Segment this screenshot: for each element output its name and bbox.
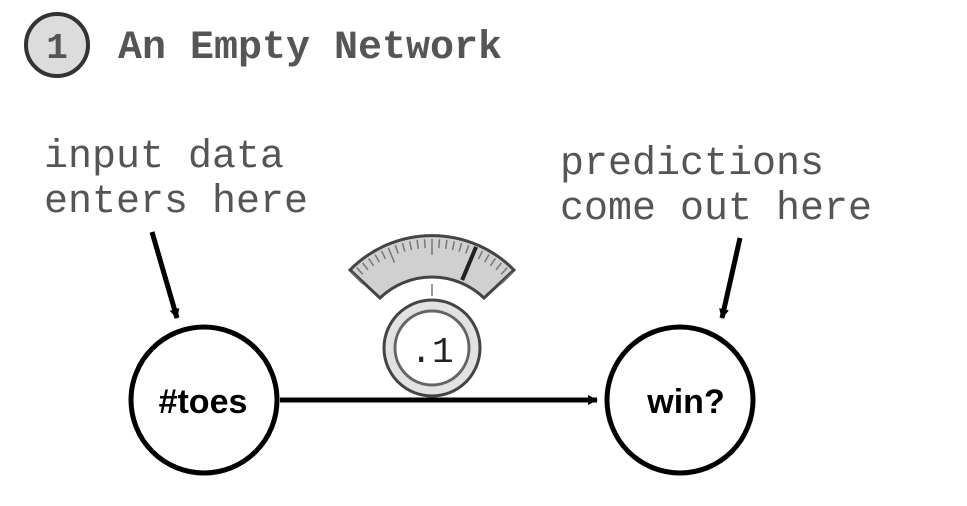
diagram-title: An Empty Network [118, 26, 502, 71]
step-number: 1 [46, 28, 68, 69]
knob-inner-ring [393, 309, 471, 387]
gauge-tick [361, 262, 369, 271]
gauge-tick [500, 272, 514, 285]
gauge-tick [458, 242, 463, 252]
step-header: 1 An Empty Network [24, 12, 502, 78]
output-pointer-arrow [719, 237, 743, 319]
gauge-tick [387, 247, 396, 263]
output-node: win? [604, 324, 756, 476]
gauge-tick [380, 250, 387, 260]
weight-value: .1 [410, 332, 453, 373]
gauge-tick [356, 267, 364, 275]
output-node-label: win? [646, 383, 724, 421]
gauge-tick [423, 239, 426, 249]
gauge-tick [451, 241, 456, 251]
output-annotation-line-2: come out here [560, 187, 872, 232]
output-node-circle [604, 324, 756, 476]
gauge-tick [500, 267, 508, 275]
gauge-tick [416, 239, 420, 250]
output-annotation-line-1: predictions [560, 142, 824, 187]
gauge-tick [483, 254, 490, 263]
gauge-tick [394, 244, 399, 254]
output-annotation: predictions come out here [560, 142, 872, 319]
step-number-badge [24, 12, 90, 78]
gauge-tick [495, 262, 503, 271]
gauge-tick [408, 241, 413, 251]
gauge-tick [465, 244, 470, 254]
input-node-label: #toes [159, 383, 248, 421]
gauge-needle [460, 246, 478, 281]
gauge-tick [401, 242, 406, 252]
input-node-circle [128, 324, 280, 476]
input-annotation-line-1: input data [44, 135, 284, 180]
gauge-tick [374, 254, 381, 263]
input-annotation: input data enters here [44, 135, 308, 319]
gauge-tick [438, 239, 441, 249]
input-node: #toes [128, 324, 280, 476]
gauge-tick [477, 250, 484, 260]
input-pointer-arrow [149, 231, 180, 319]
gauge-tick [444, 239, 448, 250]
input-annotation-line-2: enters here [44, 180, 308, 225]
weight-knob[interactable]: .1 [382, 298, 482, 398]
gauge-tick [350, 272, 364, 285]
weight-gauge [347, 234, 517, 301]
gauge-tick [489, 258, 497, 267]
gauge-tick [367, 258, 375, 267]
